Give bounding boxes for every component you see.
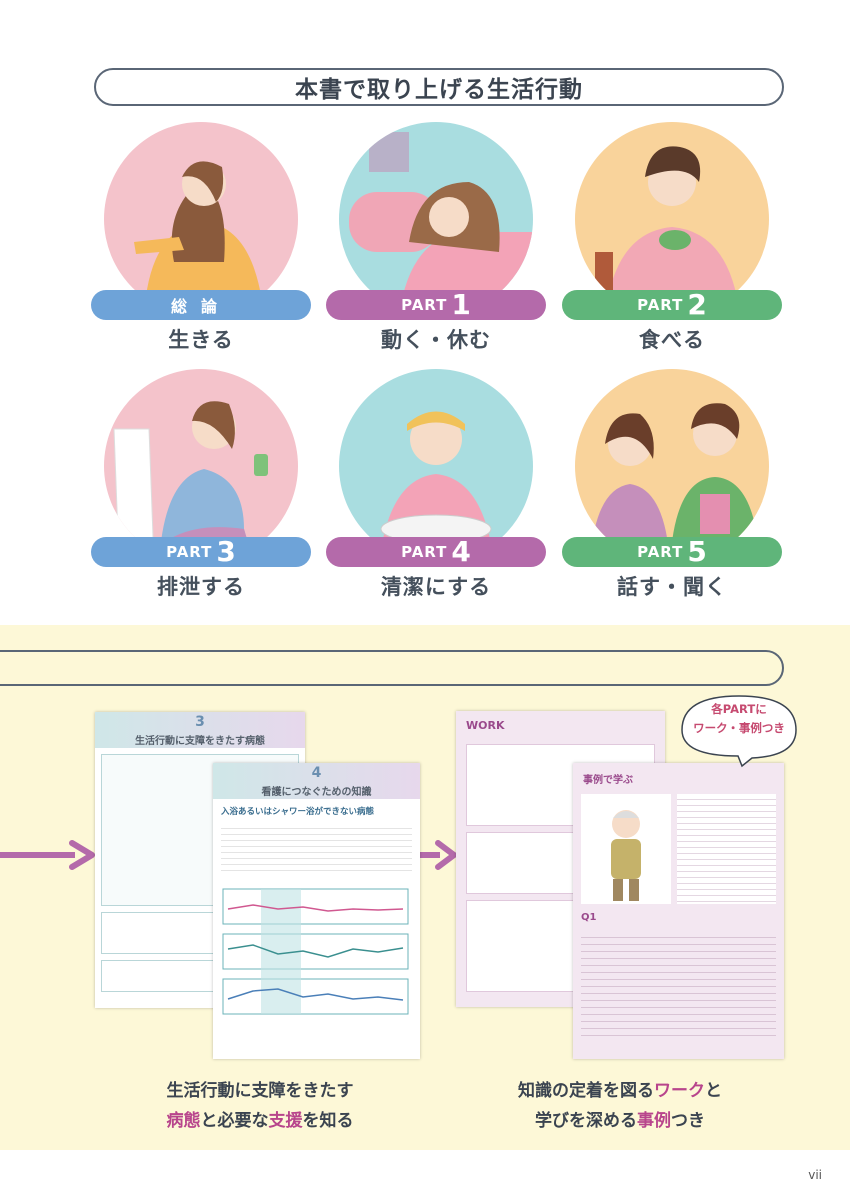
speech-bubble bbox=[681, 695, 797, 768]
item-general: 総論 生きる bbox=[91, 122, 311, 352]
item-label: 清潔にする bbox=[380, 575, 492, 599]
section-bar bbox=[0, 650, 784, 686]
illustration-woman-washing-face bbox=[339, 369, 533, 563]
page-number: vii bbox=[808, 1168, 822, 1182]
part-pill: 総論 bbox=[91, 290, 311, 320]
arrow-right-icon bbox=[418, 840, 457, 870]
item-label: 生きる bbox=[168, 328, 234, 352]
item-label: 排泄する bbox=[157, 575, 245, 599]
arrow-right-icon bbox=[0, 840, 95, 870]
illustration-woman-resting bbox=[339, 122, 533, 316]
sample-page-knowledge: 4 看護につなぐための知識 入浴あるいはシャワー浴ができない病態 bbox=[213, 763, 420, 1059]
illustration-couple-talking bbox=[575, 369, 769, 563]
sample-page-case: 事例で学ぶ Q1 bbox=[573, 763, 784, 1059]
section-title: 本書で取り上げる生活行動 bbox=[94, 68, 784, 106]
caption-left: 生活行動に支障をきたす 病態と必要な支援を知る bbox=[166, 1081, 354, 1131]
illustration-man-eating bbox=[575, 122, 769, 316]
item-label: 動く・休む bbox=[381, 328, 491, 352]
illustration-woman-stretching bbox=[104, 122, 298, 316]
illustration-elderly-man bbox=[611, 810, 641, 901]
sample-chart bbox=[222, 888, 409, 1015]
caption-right: 知識の定着を図るワークと 学びを深める事例つき bbox=[518, 1081, 722, 1131]
callout-text: 各PARTに ワーク・事例つき bbox=[693, 702, 785, 735]
illustration-woman-phone bbox=[104, 369, 298, 563]
item-label: 話す・聞く bbox=[617, 575, 727, 599]
item-label: 食べる bbox=[639, 328, 705, 352]
